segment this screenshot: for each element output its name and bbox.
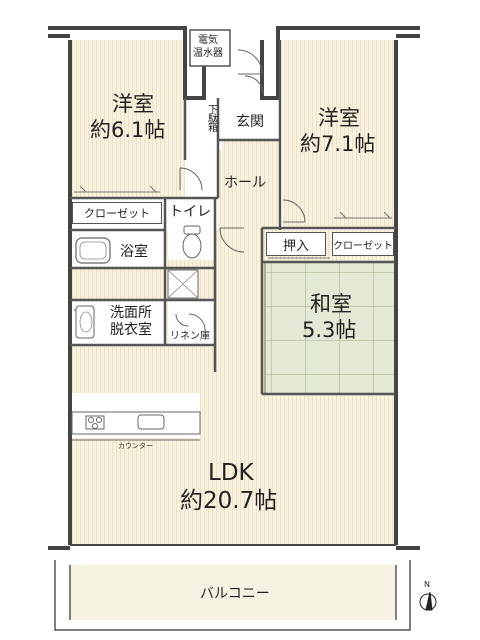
balcony-floor — [70, 565, 395, 620]
western-room-1-size: 約6.1帖 — [90, 118, 166, 142]
linen-area — [168, 300, 215, 345]
western-room-1-floor — [70, 40, 185, 198]
water-heater-label-2: 温水器 — [193, 48, 223, 59]
bathtub — [75, 237, 111, 264]
bathroom-label: 浴室 — [120, 244, 148, 260]
toilet-label: トイレ — [169, 204, 211, 220]
compass-icon — [419, 591, 437, 611]
water-heater-box — [189, 29, 231, 67]
toilet-fixture — [182, 225, 202, 259]
western-room-2-name: 洋室 — [318, 106, 360, 130]
balcony-railing — [54, 560, 411, 631]
shoe-box-label: 下駄箱 — [205, 104, 217, 131]
western-room-2-size: 約7.1帖 — [300, 132, 376, 156]
interior-walls — [70, 40, 396, 396]
counter-label: カウンター — [118, 442, 153, 450]
closet-2-label: クローゼット — [332, 232, 394, 256]
closet-rails — [74, 185, 392, 259]
ldk-name: LDK — [208, 460, 254, 486]
washbasin — [75, 305, 95, 339]
oshiire-label: 押入 — [266, 232, 326, 256]
kitchen-counter — [71, 411, 201, 435]
hall-label: ホール — [224, 175, 266, 191]
compass-label: N — [424, 580, 430, 589]
linen-label: リネン庫 — [170, 331, 210, 342]
western-room-1-name: 洋室 — [112, 92, 154, 116]
ldk-size: 約20.7帖 — [180, 488, 278, 514]
balcony-label: バルコニー — [200, 586, 270, 602]
washroom-label-2: 脱衣室 — [110, 322, 152, 338]
entrance-label: 玄関 — [236, 114, 264, 130]
water-heater-label-1: 電気 — [198, 35, 218, 46]
western-room-2-floor — [283, 40, 396, 228]
washroom-label-1: 洗面所 — [110, 305, 152, 321]
closet-1-label: クローゼット — [72, 202, 162, 224]
entrance-area — [222, 100, 280, 140]
japanese-room-name: 和室 — [310, 292, 352, 316]
hall-floor — [218, 140, 280, 230]
japanese-room-floor — [264, 261, 396, 395]
japanese-room-size: 5.3帖 — [302, 318, 357, 342]
